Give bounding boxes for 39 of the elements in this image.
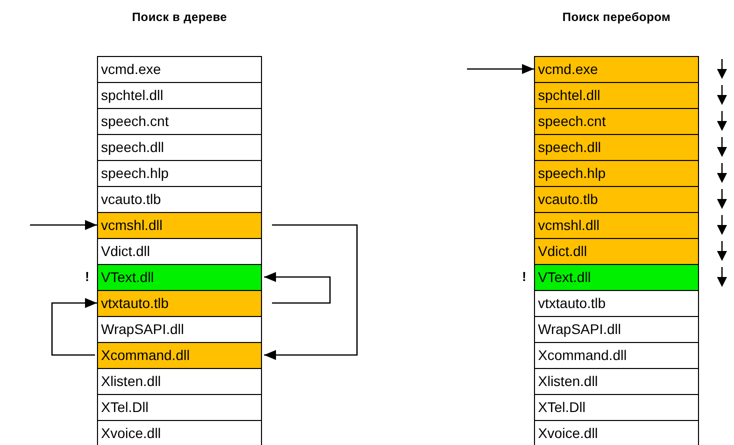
- arrow: [264, 272, 331, 304]
- file-entry: speech.dll: [534, 134, 699, 161]
- file-entry: WrapSAPI.dll: [534, 316, 699, 343]
- file-entry: vcmshl.dll: [534, 212, 699, 239]
- list-heading: Поиск перебором: [561, 10, 672, 24]
- file-entry: Xcommand.dll: [97, 342, 262, 369]
- file-entry: speech.hlp: [534, 160, 699, 187]
- arrow: [264, 224, 358, 360]
- file-entry: XTel.Dll: [97, 394, 262, 421]
- file-entry: Xlisten.dll: [97, 368, 262, 395]
- file-entry: spchtel.dll: [97, 82, 262, 109]
- file-entry: vcmshl.dll: [97, 212, 262, 239]
- file-entry: spchtel.dll: [534, 82, 699, 109]
- file-entry: Xlisten.dll: [534, 368, 699, 395]
- file-entry: WrapSAPI.dll: [97, 316, 262, 343]
- file-entry: speech.cnt: [534, 108, 699, 135]
- file-entry: vtxtauto.tlb: [97, 290, 262, 317]
- file-entry: VText.dll: [534, 264, 699, 291]
- file-entry: Xvoice.dll: [97, 420, 262, 445]
- arrow: [467, 64, 534, 74]
- file-entry: Vdict.dll: [97, 238, 262, 265]
- arrow: [30, 220, 97, 230]
- file-entry: speech.hlp: [97, 160, 262, 187]
- file-entry: vcmd.exe: [534, 56, 699, 83]
- file-entry: vcauto.tlb: [534, 186, 699, 213]
- file-entry: speech.cnt: [97, 108, 262, 135]
- exclamation-mark: !: [85, 268, 90, 286]
- arrow: [51, 298, 97, 356]
- file-entry: vtxtauto.tlb: [534, 290, 699, 317]
- exclamation-mark: !: [522, 268, 526, 286]
- file-entry: Xcommand.dll: [534, 342, 699, 369]
- file-entry: Xvoice.dll: [534, 420, 699, 445]
- file-entry: speech.dll: [97, 134, 262, 161]
- file-entry: vcauto.tlb: [97, 186, 262, 213]
- file-entry: vcmd.exe: [97, 56, 262, 83]
- file-entry: XTel.Dll: [534, 394, 699, 421]
- list-heading: Поиск в дереве: [130, 10, 228, 24]
- file-entry: VText.dll: [97, 264, 262, 291]
- file-entry: Vdict.dll: [534, 238, 699, 265]
